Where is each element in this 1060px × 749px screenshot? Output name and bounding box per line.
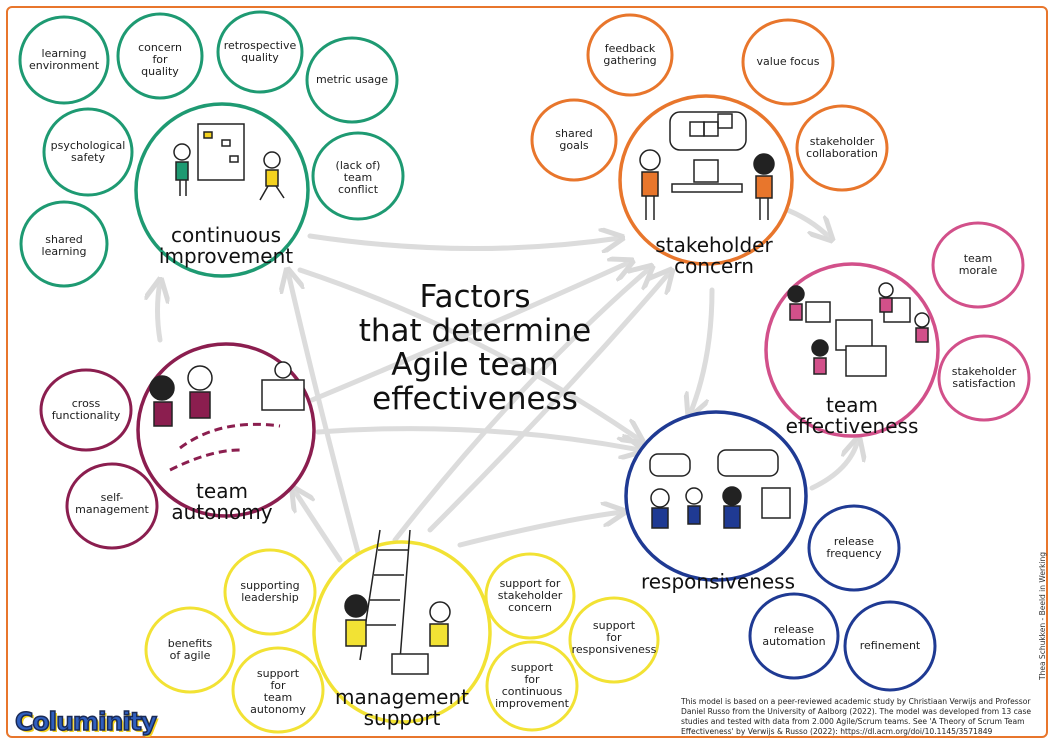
factor-circle-concern-for-quality: [116, 12, 204, 100]
factor-circle-supporting-leadership: [223, 548, 317, 636]
factor-circle-support-for-stakeholder-concern: [484, 552, 576, 640]
factor-circle-feedback-gathering: [586, 13, 674, 97]
factor-label-cross-functionality: cross functionality: [51, 397, 121, 422]
factor-circle-lack-of-team-conflict: [311, 131, 405, 221]
illustration-responsiveness: [649, 449, 791, 529]
illustration-continuous-improvement: [173, 123, 285, 201]
factor-label-metric-usage: metric usage: [315, 73, 389, 86]
illustration-team-autonomy: [149, 361, 305, 472]
arrow-ms-to-ta: [294, 490, 343, 563]
factor-label-learning-environment: learning environment: [28, 47, 100, 72]
factor-circle-value-focus: [741, 18, 835, 106]
illustration-team-effectiveness: [787, 282, 930, 377]
factor-label-shared-learning: shared learning: [41, 233, 87, 258]
arrow-resp-to-te: [809, 440, 858, 491]
factor-circle-metric-usage: [305, 36, 399, 124]
arrow-ms-to-sc-2: [392, 268, 650, 543]
factor-circle-psychological-safety: [42, 107, 134, 197]
hub-label-stakeholder-concern: stakeholder concern: [655, 233, 773, 278]
factor-circle-support-for-continuous-improvement: [485, 640, 579, 732]
arrow-ci-to-sc: [307, 236, 620, 249]
factor-circle-self-management: [65, 462, 159, 550]
factor-label-release-frequency: release frequency: [826, 535, 882, 560]
source-note: This model is based on a peer-reviewed a…: [681, 697, 1032, 736]
factor-circle-refinement: [843, 600, 937, 692]
hub-label-continuous-improvement: continuous improvement: [158, 223, 294, 268]
hub-label-management-support: management support: [335, 685, 469, 730]
factor-label-lack-of-team-conflict: (lack of) team conflict: [335, 159, 381, 196]
factor-label-concern-for-quality: concern for quality: [138, 41, 182, 78]
columinity-logo: Columinity: [14, 706, 158, 737]
factor-label-support-for-team-autonomy: support for team autonomy: [250, 667, 306, 716]
factor-circle-release-frequency: [807, 504, 901, 592]
arrow-ta-to-resp: [315, 426, 640, 450]
factor-label-benefits-of-agile: benefits of agile: [167, 637, 213, 662]
arrow-sc-to-te: [779, 205, 830, 238]
factor-circle-cross-functionality: [39, 368, 133, 452]
factor-label-shared-goals: shared goals: [555, 127, 593, 152]
factor-circle-support-for-team-autonomy: [231, 646, 325, 734]
arrow-ms-to-resp: [457, 512, 622, 548]
factor-label-support-for-stakeholder-concern: support for stakeholder concern: [497, 577, 563, 614]
arrow-ci-to-resp: [297, 267, 640, 440]
hub-circle-stakeholder-concern: [618, 94, 794, 266]
diagram-frame: [6, 6, 1048, 738]
factor-circle-stakeholder-satisfaction: [937, 334, 1031, 422]
arrow-ta-to-ci: [158, 282, 161, 343]
factor-label-psychological-safety: psychological safety: [50, 139, 126, 164]
hub-label-team-effectiveness: team effectiveness: [785, 393, 919, 438]
factor-circle-team-morale: [931, 221, 1025, 309]
factor-circle-learning-environment: [18, 15, 110, 105]
arrow-sc-to-resp: [690, 287, 715, 414]
hub-label-responsiveness: responsiveness: [640, 569, 796, 594]
factor-label-stakeholder-satisfaction: stakeholder satisfaction: [951, 365, 1017, 390]
arrow-ms-to-sc: [427, 272, 670, 533]
illustration-stakeholder-concern: [639, 111, 775, 220]
factor-circle-stakeholder-collaboration: [795, 104, 889, 192]
factor-circle-shared-learning: [19, 200, 109, 288]
factor-label-supporting-leadership: supporting leadership: [240, 579, 300, 604]
factor-label-release-automation: release automation: [762, 623, 826, 648]
factor-circle-benefits-of-agile: [144, 606, 236, 694]
diagram-title: Factors that determine Agile team effect…: [358, 279, 592, 417]
arrow-ms-to-ci: [288, 272, 363, 563]
factor-label-stakeholder-collaboration: stakeholder collaboration: [806, 135, 878, 160]
factor-circle-shared-goals: [530, 98, 618, 182]
factor-circle-support-for-responsiveness: [568, 596, 660, 684]
factor-label-feedback-gathering: feedback gathering: [603, 42, 657, 67]
illustrator-credit: Thea Schukken - Beeld in Werking: [1038, 551, 1047, 680]
factor-circle-retrospective-quality: [216, 10, 304, 94]
factor-label-support-for-continuous-improvement: support for continuous improvement: [495, 661, 569, 710]
factor-label-team-morale: team morale: [958, 252, 998, 277]
factor-label-value-focus: value focus: [756, 55, 820, 68]
factor-label-support-for-responsiveness: support for responsiveness: [571, 619, 657, 656]
arrow-ta-to-sc: [309, 262, 630, 403]
factor-circle-release-automation: [748, 592, 840, 680]
hub-label-team-autonomy: team autonomy: [171, 479, 273, 524]
factor-label-refinement: refinement: [859, 639, 921, 652]
factor-label-retrospective-quality: retrospective quality: [223, 39, 297, 64]
factor-label-self-management: self- management: [75, 491, 149, 516]
illustration-management-support: [344, 529, 451, 675]
